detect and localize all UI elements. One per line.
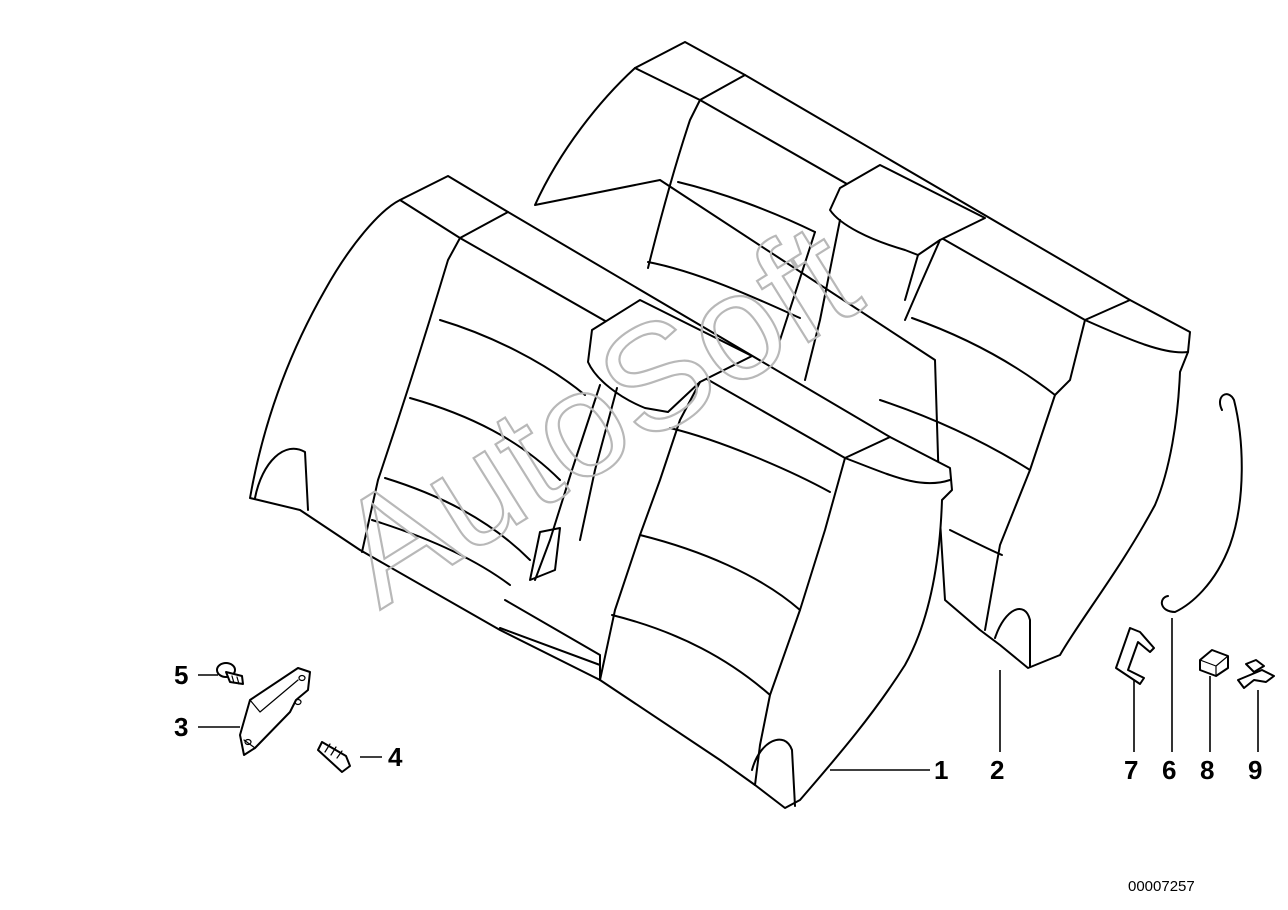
part-3-bracket[interactable] [239, 667, 311, 756]
callout-6: 6 [1162, 755, 1176, 785]
callout-3: 3 [174, 712, 188, 742]
part-9-clamp[interactable] [1237, 659, 1275, 689]
part-2-rear-backrest[interactable] [534, 41, 1191, 669]
part-6-wire[interactable] [1160, 393, 1243, 613]
part-8-plug[interactable] [1199, 649, 1229, 677]
part-7-clip[interactable] [1115, 627, 1155, 685]
callout-4: 4 [388, 742, 403, 772]
callout-5: 5 [174, 660, 188, 690]
callout-7: 7 [1124, 755, 1138, 785]
part-1-front-backrest[interactable] [249, 175, 953, 809]
part-4-bolt[interactable] [317, 741, 351, 773]
callout-8: 8 [1200, 755, 1214, 785]
part-5-screw[interactable] [216, 662, 244, 685]
callout-1: 1 [934, 755, 948, 785]
document-number: 00007257 [1128, 878, 1195, 895]
callout-9: 9 [1248, 755, 1262, 785]
callout-2: 2 [990, 755, 1004, 785]
